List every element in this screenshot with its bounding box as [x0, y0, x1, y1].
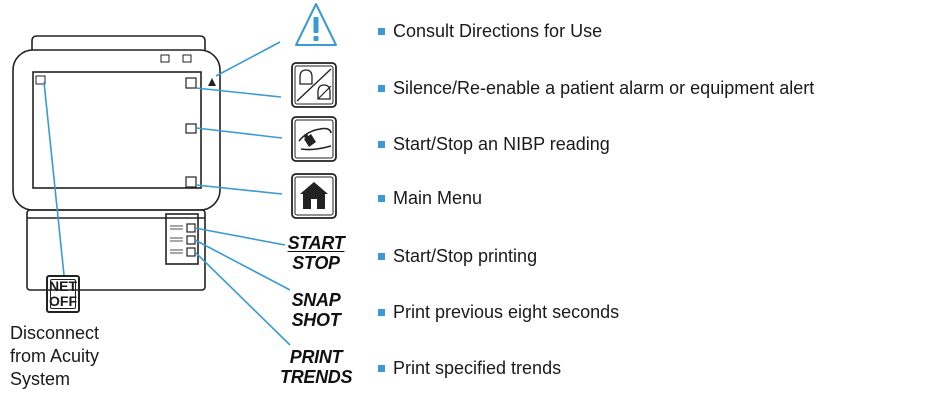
legend-bullet — [378, 195, 385, 202]
net-off-key: NET OFF — [46, 275, 80, 313]
legend-bullet — [378, 309, 385, 316]
snap-label: SNAP — [291, 290, 341, 310]
legend-item-main-menu: Main Menu — [378, 188, 482, 209]
start-label: START — [287, 233, 345, 253]
monitor-nibp-button — [185, 123, 197, 134]
legend-item-directions: Consult Directions for Use — [378, 21, 602, 42]
legend-bullet — [378, 253, 385, 260]
legend-bullet — [378, 28, 385, 35]
bezel-warning-icon — [208, 78, 216, 86]
nibp-cuff-icon — [291, 116, 337, 162]
start-stop-label: START STOP — [280, 233, 352, 273]
bezel-indicators — [35, 54, 192, 85]
leader-lines — [43, 41, 291, 346]
monitor-side-buttons — [185, 77, 197, 188]
disconnect-caption: Disconnect from Acuity System — [10, 323, 100, 389]
shot-label: SHOT — [291, 310, 341, 330]
monitor-body — [12, 35, 221, 291]
printer-start-stop-button — [186, 223, 196, 233]
leader-line-home — [195, 184, 283, 195]
printer-snapshot-button — [186, 235, 196, 245]
monitor-home-button — [185, 176, 197, 188]
stop-label: STOP — [292, 253, 340, 273]
print-trends-label: PRINT TRENDS — [280, 347, 353, 387]
printer-buttons — [170, 223, 196, 257]
snapshot-label: SNAP SHOT — [280, 290, 352, 330]
leader-line-nibp — [195, 127, 283, 139]
legend-bullet — [378, 85, 385, 92]
legend-item-start-stop: Start/Stop printing — [378, 246, 537, 267]
home-icon — [291, 173, 337, 219]
print-label: PRINT — [289, 347, 343, 367]
leader-line-alarm — [195, 87, 282, 98]
leader-line-netoff — [43, 81, 65, 276]
legend-text: Silence/Re-enable a patient alarm or equ… — [393, 78, 815, 98]
leader-line-start-stop — [194, 227, 286, 246]
net-off-line2: OFF — [49, 293, 77, 309]
legend-text: Main Menu — [393, 188, 483, 208]
legend-text: Start/Stop printing — [393, 246, 538, 266]
legend-bullet — [378, 141, 385, 148]
legend-item-silence: Silence/Re-enable a patient alarm or equ… — [378, 78, 814, 99]
legend-text: Consult Directions for Use — [393, 21, 603, 41]
printer-trends-button — [186, 247, 196, 257]
legend-item-nibp: Start/Stop an NIBP reading — [378, 134, 610, 155]
alarm-silence-icon — [291, 62, 337, 108]
legend-item-snapshot: Print previous eight seconds — [378, 302, 619, 323]
trends-label: TRENDS — [280, 367, 353, 387]
legend-item-trends: Print specified trends — [378, 358, 561, 379]
legend-text: Print specified trends — [393, 358, 562, 378]
net-off-line1: NET — [49, 278, 77, 294]
leader-line-warning — [215, 41, 281, 77]
legend-text: Start/Stop an NIBP reading — [393, 134, 610, 154]
monitor-alarm-button — [185, 77, 197, 89]
leader-line-snapshot — [194, 239, 291, 291]
leader-line-trends — [194, 251, 291, 346]
legend-text: Print previous eight seconds — [393, 302, 620, 322]
warning-triangle-icon — [295, 3, 337, 46]
legend-bullet — [378, 365, 385, 372]
